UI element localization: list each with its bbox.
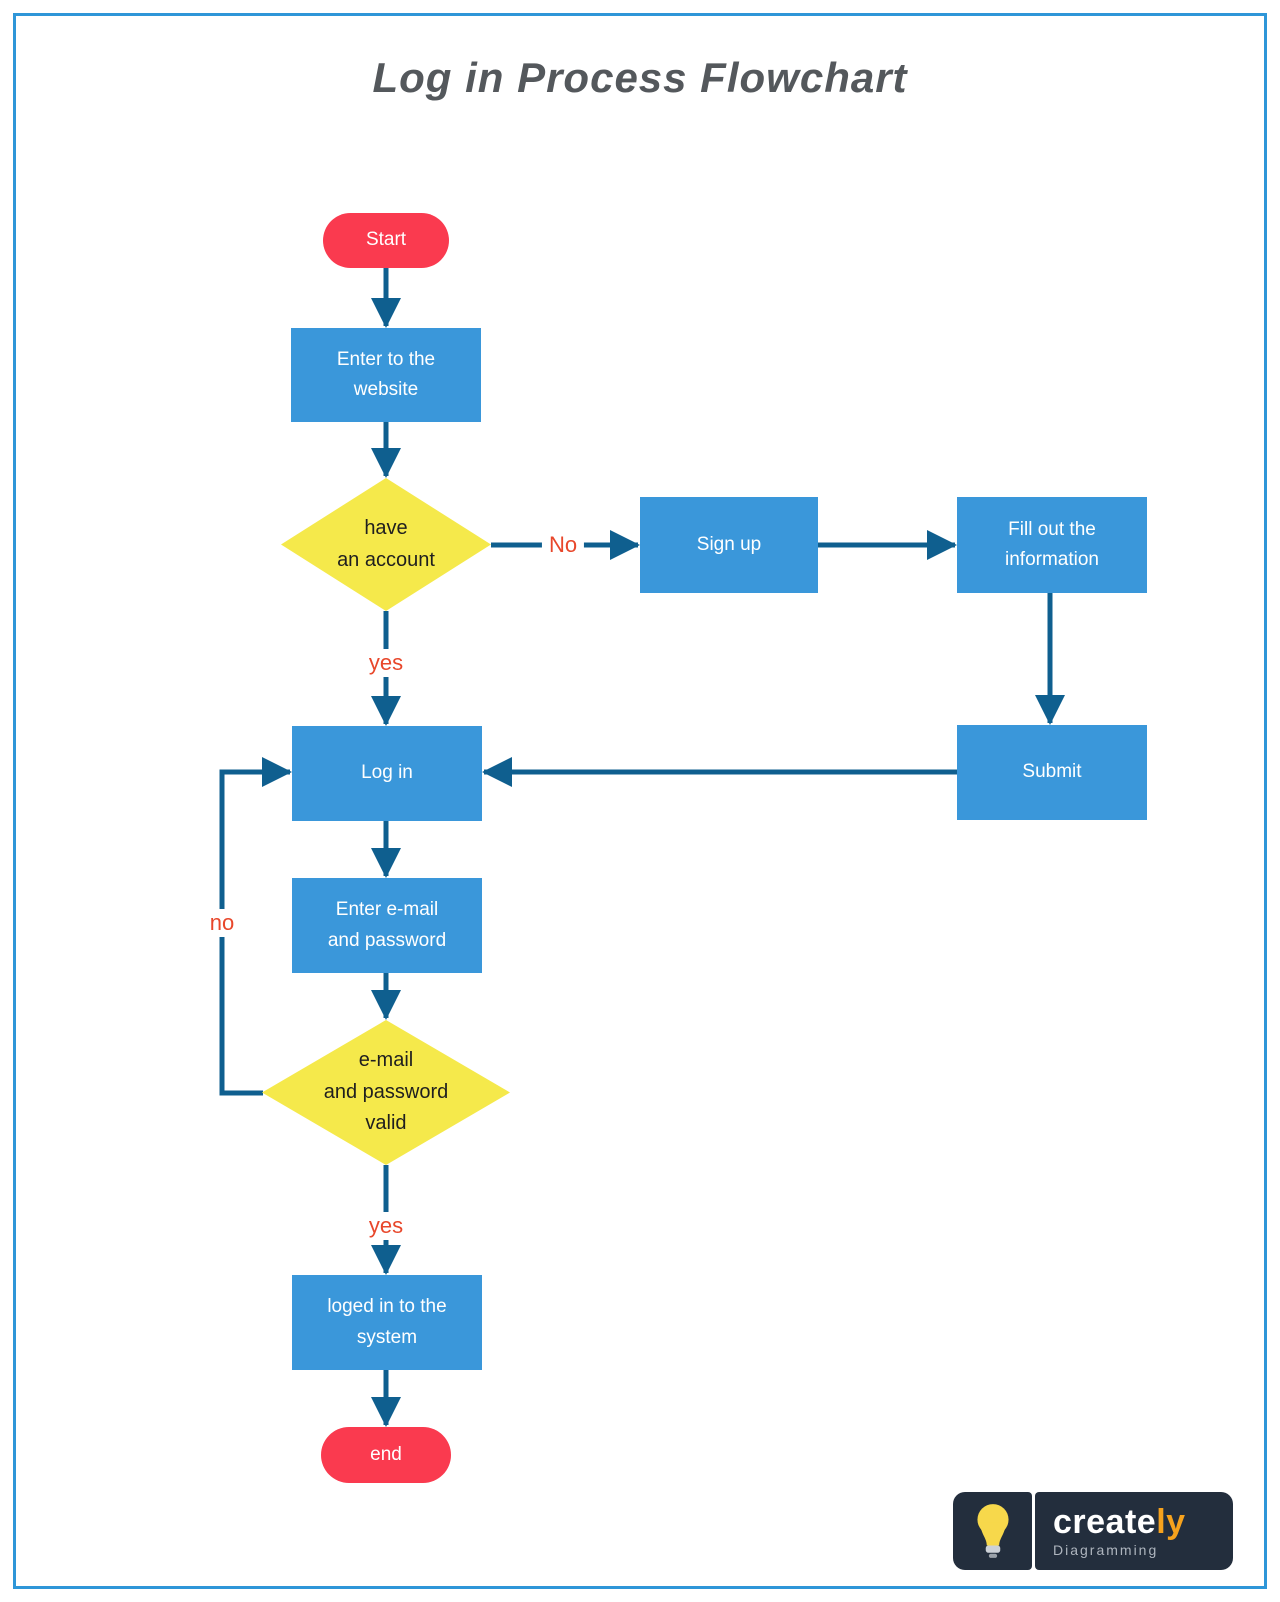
node-label-line: information [1005,549,1099,570]
creately-logo: creately Diagramming [953,1492,1233,1570]
brand-subtitle: Diagramming [1053,1541,1159,1558]
node-label-line: valid [365,1112,407,1135]
node-label-line: Enter to the [336,348,436,370]
node-label-line: website [353,379,419,400]
edge-label-no-account: No [541,531,585,559]
node-label-line: loged in to the [327,1296,447,1318]
brand-main: create [1053,1502,1157,1541]
flow-node-end: end [321,1427,451,1483]
flow-node-logged-in: loged in to the system [292,1275,482,1370]
node-label-line: and password [327,929,447,951]
node-label-line: Fill out the [1008,518,1096,540]
node-label-line: and password [323,1080,449,1103]
brand-accent: ly [1156,1502,1186,1541]
node-label-line: have [364,516,408,539]
node-label-line: Enter e-mail [335,899,439,921]
flow-node-enter-credentials: Enter e-mail and password [292,878,482,973]
node-label: Log in [361,762,413,784]
node-label: end [370,1443,402,1465]
page-title: Log in Process Flowchart [372,54,908,101]
creately-wordmark: creately Diagramming [1035,1492,1233,1570]
flow-node-start: Start [323,213,449,268]
node-label: Start [365,229,407,251]
node-label: Submit [1022,761,1082,783]
lightbulb-glyph [976,1504,1009,1558]
edge-label-no-invalid: no [202,909,242,937]
node-label: Sign up [696,533,762,555]
brand-name: creately [1053,1505,1233,1539]
flow-node-sign-up: Sign up [640,497,818,593]
edge-label-yes-account: yes [361,649,411,677]
flow-node-submit: Submit [957,725,1147,820]
node-label-line: an account [337,548,435,571]
node-label-line: system [356,1326,418,1348]
flow-node-fill-information: Fill out the information [957,497,1147,593]
node-label-line: e-mail [358,1049,414,1072]
lightbulb-icon [953,1492,1032,1570]
flow-node-log-in: Log in [292,726,482,821]
flow-node-enter-website: Enter to the website [291,328,481,422]
edge-label-yes-valid: yes [361,1212,411,1240]
